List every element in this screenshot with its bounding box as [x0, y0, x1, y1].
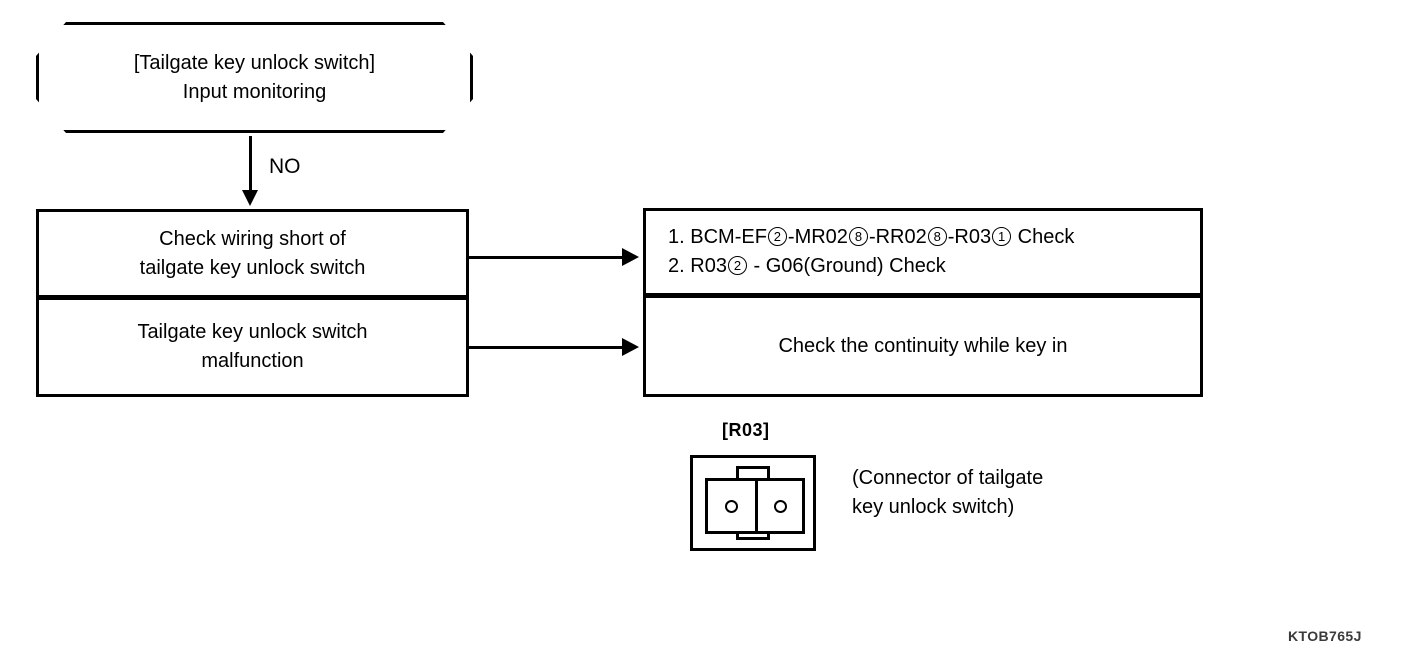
arrow-right-1-shaft: [469, 256, 625, 259]
arrow-right-1-head-icon: [622, 248, 639, 266]
arrow-down-shaft: [249, 136, 252, 198]
action-item-1-pin-4: 1: [992, 227, 1012, 246]
step-box-check-wiring-short: Check wiring short of tailgate key unloc…: [36, 209, 469, 298]
action-item-2-number: 2.: [668, 255, 685, 277]
connector-label-r03: [R03]: [722, 420, 770, 440]
connector-housing-diagram: [690, 455, 816, 551]
action-item-1-seg-2: -MR02: [787, 226, 848, 248]
arrow-right-2-shaft: [469, 346, 625, 349]
connector-caption: (Connector of tailgate key unlock switch…: [852, 464, 1043, 522]
step-box-check-wiring-short-line-1: Check wiring short of: [159, 227, 346, 250]
connector-caption-line-2: key unlock switch): [852, 496, 1015, 518]
action-box-continuity-check-text: Check the continuity while key in: [778, 334, 1068, 357]
action-item-2-seg-1: R03: [690, 255, 727, 277]
step-box-switch-malfunction-line-2: malfunction: [201, 350, 304, 372]
connector-caption-line-1: (Connector of tailgate: [852, 467, 1044, 489]
action-item-2-tail: - G06(Ground) Check: [753, 255, 946, 277]
action-item-1-seg-3: -RR02: [868, 226, 927, 248]
action-item-2-pin-1: 2: [727, 256, 747, 275]
action-item-1-tail: Check: [1017, 226, 1075, 248]
step-box-check-wiring-short-line-2: tailgate key unlock switch: [139, 256, 366, 279]
action-item-1-seg-4: -R03: [947, 226, 992, 248]
connector-pin-body: [705, 478, 805, 534]
start-node-tailgate-key-unlock-switch: [Tailgate key unlock switch] Input monit…: [36, 22, 473, 133]
start-node-line-2: Input monitoring: [182, 80, 327, 103]
arrow-right-2-head-icon: [622, 338, 639, 356]
action-item-1-seg-1: BCM-EF: [690, 226, 767, 248]
figure-reference-code: KTOB765J: [1288, 628, 1362, 644]
action-item-1-number: 1.: [668, 226, 685, 248]
action-item-1-pin-3: 8: [927, 227, 947, 246]
branch-label-no: NO: [269, 155, 301, 178]
connector-pin-1-icon: [725, 499, 738, 513]
start-node-line-1: [Tailgate key unlock switch]: [133, 51, 376, 74]
step-box-switch-malfunction: Tailgate key unlock switch malfunction: [36, 297, 469, 397]
step-box-switch-malfunction-line-1: Tailgate key unlock switch: [137, 321, 368, 343]
arrow-down-head-icon: [242, 190, 258, 206]
connector-cell-1: [708, 481, 755, 531]
connector-cell-2: [755, 481, 802, 531]
action-item-1-pin-1: 2: [767, 227, 787, 246]
action-item-1-pin-2: 8: [848, 227, 868, 246]
action-box-continuity-check: Check the continuity while key in: [643, 295, 1203, 397]
connector-pin-2-icon: [773, 499, 787, 513]
